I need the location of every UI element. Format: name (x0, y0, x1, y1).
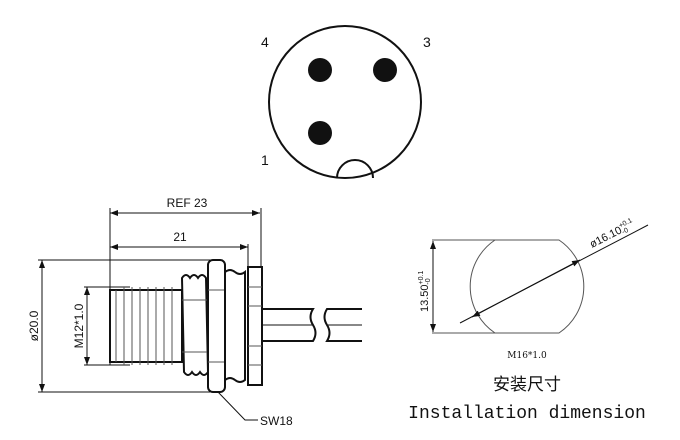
pin-label-3: 3 (423, 34, 431, 50)
connector-face-outline (268, 25, 422, 179)
thread-label: M12*1.0 (72, 303, 86, 348)
pin-3 (373, 58, 397, 82)
pin-face-view: 4 3 1 (261, 25, 431, 179)
hex-nut (207, 259, 226, 393)
cable (262, 308, 362, 342)
ref-length-label: REF 23 (167, 196, 208, 210)
pin-label-1: 1 (261, 152, 269, 168)
install-thread-label: M16*1.0 (507, 351, 547, 361)
panel-cutout (469, 239, 585, 334)
flange (247, 266, 263, 386)
installation-view: 13.50+0.1-0 ø16.10+0.1-0 M16*1.0 安装尺寸 In… (408, 217, 649, 424)
wrench-size-label: SW18 (260, 414, 293, 428)
install-title-cn: 安装尺寸 (493, 375, 561, 395)
pin-4 (308, 58, 332, 82)
install-title-en: Installation dimension (408, 404, 646, 424)
keying-notch (336, 159, 374, 179)
cutout-height-label: 13.50+0.1-0 (418, 271, 432, 312)
side-view: REF 23 21 ø20.0 M12*1.0 (27, 196, 362, 428)
pin-label-4: 4 (261, 34, 269, 50)
diameter-label: ø20.0 (27, 310, 41, 341)
pin-1 (308, 121, 332, 145)
length-label: 21 (173, 230, 187, 244)
